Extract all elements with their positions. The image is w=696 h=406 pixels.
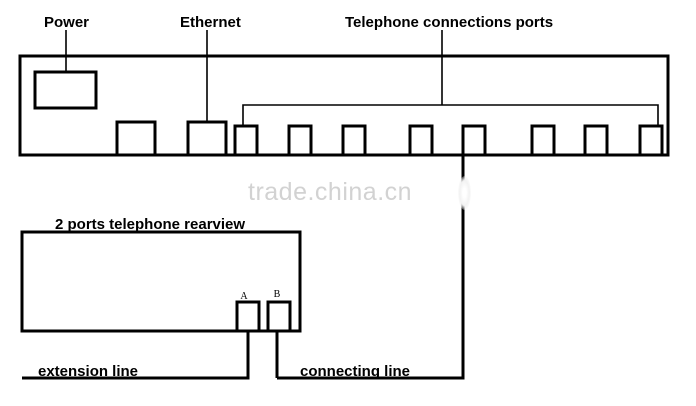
telephone-port-8 [638, 124, 664, 155]
telephone-ports-label: Telephone connections ports [345, 14, 553, 31]
extension-line-label: extension line [38, 363, 138, 380]
ethernet-connector-box [186, 120, 228, 157]
power-connector-box [33, 70, 98, 110]
telephone-port-2 [287, 124, 313, 155]
connecting-line-label: connecting line [300, 363, 410, 380]
rearview-port-a-label: A [240, 291, 248, 302]
watermark-highlight-blob [458, 176, 471, 210]
rearview-port-a-shape [235, 300, 261, 331]
power-label: Power [44, 14, 89, 31]
telephone-port-1 [233, 124, 259, 155]
auxiliary-connector-box [115, 120, 157, 157]
connecting-line-wire [277, 155, 465, 380]
telephone-port-6 [530, 124, 556, 155]
extension-line-wire [22, 331, 250, 380]
telephone-ports-bracket [242, 104, 659, 125]
telephone-port-4 [408, 124, 434, 155]
rearview-port-b-shape [266, 300, 292, 331]
rearview-port-b-label: B [274, 289, 281, 300]
ethernet-label: Ethernet [180, 14, 241, 31]
telephone-port-5 [461, 124, 487, 155]
watermark-text: trade.china.cn [248, 178, 413, 206]
telephone-port-7 [583, 124, 609, 155]
telephone-port-3 [341, 124, 367, 155]
rearview-box [20, 230, 302, 333]
rearview-label: 2 ports telephone rearview [55, 216, 245, 233]
